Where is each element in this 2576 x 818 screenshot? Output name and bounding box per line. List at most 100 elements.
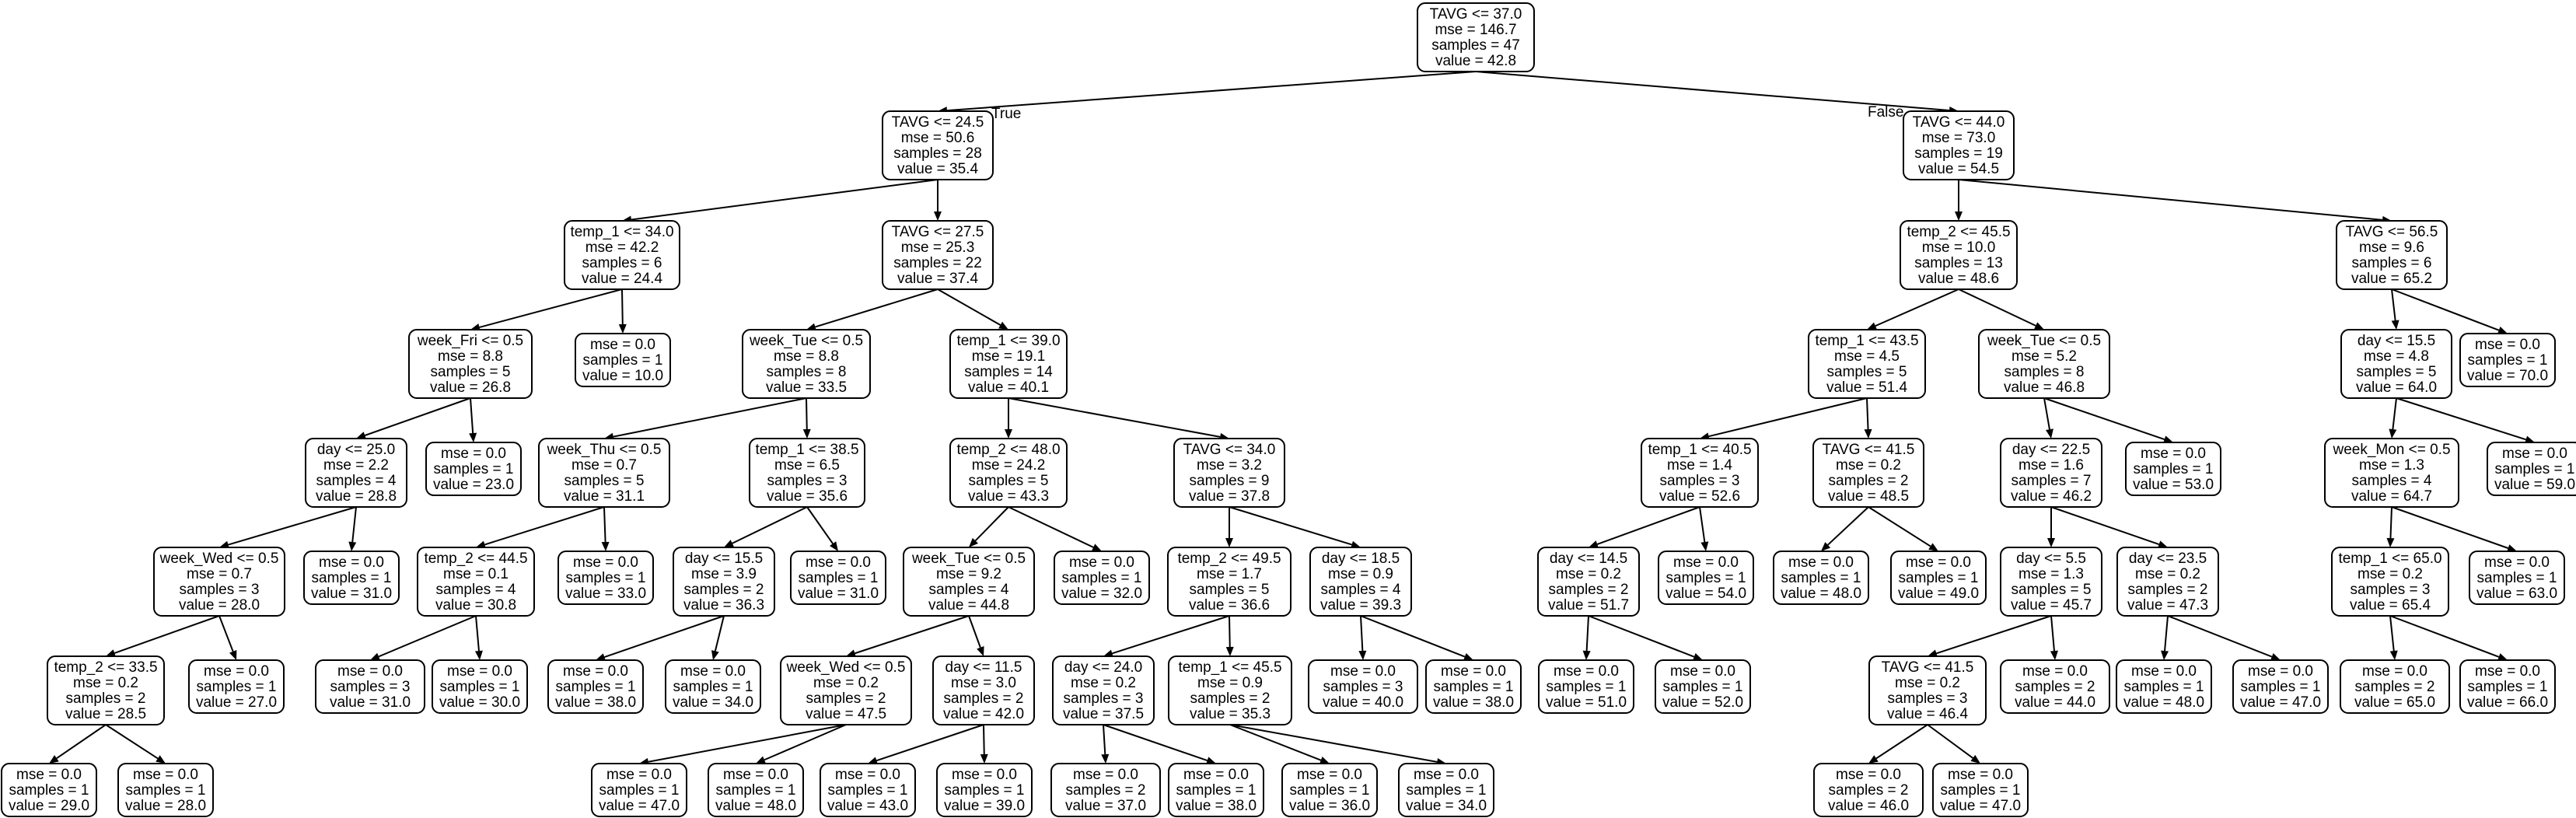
node-text-line: week_Tue <= 0.5	[749, 333, 863, 349]
node-text-line: value = 35.3	[1190, 706, 1271, 722]
arrowhead-n21-n37	[1589, 540, 1599, 548]
node-text-line: mse = 10.0	[1922, 239, 1996, 256]
edge-n11-n21	[1708, 397, 1868, 438]
node-text-line: samples = 2	[2355, 679, 2435, 695]
arrowhead-n17-n29	[476, 540, 486, 549]
node-text-line: day <= 18.5	[1322, 551, 1400, 567]
node-text-line: value = 37.8	[1189, 488, 1270, 505]
node-box	[708, 763, 804, 817]
edge-label-true: True	[991, 106, 1021, 122]
node-text-line: mse = 5.2	[2012, 348, 2077, 365]
node-text-line: samples = 2	[1066, 782, 1146, 799]
node-text-line: samples = 5	[1190, 582, 1270, 598]
edge-n12-n24	[2043, 397, 2165, 441]
edge-n31-n49	[604, 615, 725, 659]
arrowhead-n15-n28	[348, 541, 357, 551]
edge-n29-n48	[475, 615, 480, 652]
edge-n15-n27	[228, 506, 357, 546]
edge-n9-n18	[806, 397, 808, 430]
node-text-line: value = 48.0	[2123, 694, 2204, 711]
edge-n9-n17	[613, 397, 807, 438]
node-text-line: value = 38.0	[1433, 694, 1514, 711]
node-box	[538, 438, 670, 508]
edge-n35-n54	[1229, 615, 1231, 648]
node-box	[2331, 547, 2449, 617]
arrowhead-n23-n41	[2047, 538, 2055, 547]
node-text-line: samples = 1	[2468, 679, 2548, 695]
node-text-line: value = 49.0	[1898, 586, 1979, 602]
arrowhead-n22-n39	[1821, 542, 1831, 551]
node-text-line: value = 35.4	[897, 161, 978, 177]
node-text-line: samples = 1	[126, 782, 206, 799]
node-text-line: day <= 5.5	[2016, 551, 2086, 567]
node-text-line: mse = 0.0	[1069, 554, 1134, 571]
node-text-line: samples = 3	[330, 679, 411, 695]
node-box	[2336, 220, 2448, 290]
node-text-line: value = 28.5	[65, 706, 146, 722]
node-text-line: TAVG <= 27.5	[892, 224, 984, 240]
node-text-line: mse = 0.2	[73, 675, 138, 691]
node-text-line: value = 39.3	[1320, 597, 1401, 614]
node-text-line: value = 29.0	[9, 798, 89, 814]
node-text-line: temp_1 <= 34.0	[570, 224, 673, 240]
node-text-line: mse = 1.7	[1197, 566, 1262, 582]
node-box	[2459, 333, 2556, 387]
node-text-line: day <= 24.0	[1064, 659, 1142, 676]
edge-n0-n2	[1475, 71, 1950, 112]
node-text-line: mse = 0.7	[571, 457, 637, 474]
node-text-line: mse = 0.0	[680, 663, 746, 680]
edge-n43-n63	[2389, 615, 2395, 652]
node-text-line: mse = 0.0	[319, 554, 384, 571]
node-text-line: mse = 0.0	[1788, 554, 1854, 571]
arrowhead-n5-n11	[1867, 322, 1877, 330]
edge-n52-n69	[876, 724, 984, 762]
node-text-line: samples = 4	[436, 582, 516, 598]
node-text-line: samples = 1	[2477, 570, 2557, 586]
node-text-line: samples = 1	[1290, 782, 1370, 799]
arrowhead-n59-n75	[1868, 755, 1879, 764]
node-box	[1537, 547, 1640, 617]
arrowhead-n21-n38	[1700, 541, 1709, 551]
node-text-line: samples = 1	[1176, 782, 1257, 799]
node-text-line: mse = 9.6	[2359, 239, 2424, 256]
node-box	[1173, 438, 1285, 508]
arrowhead-n20-n36	[1351, 540, 1361, 549]
node-text-line: samples = 2	[1549, 582, 1629, 598]
arrowhead-n51-n68	[756, 756, 766, 764]
node-text-line: temp_1 <= 38.5	[755, 442, 858, 458]
edge-n19-n33	[974, 506, 1009, 542]
node-text-line: mse = 0.2	[1556, 566, 1621, 582]
edge-n1-n3	[631, 179, 938, 221]
node-box	[742, 329, 871, 399]
node-text-line: week_Tue <= 0.5	[1987, 333, 2101, 349]
node-text-line: mse = 0.0	[1330, 663, 1396, 680]
node-box	[1813, 763, 1924, 817]
node-text-line: samples = 1	[1062, 570, 1142, 586]
edge-n4-n9	[815, 288, 938, 328]
node-text-line: temp_2 <= 33.5	[54, 659, 157, 676]
node-text-line: samples = 47	[1431, 37, 1520, 54]
arrowhead-n52-n70	[980, 753, 988, 764]
arrowhead-n25-n43	[2386, 537, 2395, 547]
node-text-line: value = 37.4	[897, 271, 978, 287]
edge-n2-n6	[1958, 179, 2383, 221]
edge-n36-n55	[1360, 615, 1364, 652]
node-text-line: value = 37.0	[1065, 798, 1146, 814]
arrowhead-n9-n18	[802, 428, 811, 439]
edge-n21-n38	[1699, 506, 1706, 543]
node-text-line: samples = 22	[893, 255, 982, 271]
arrowhead-n12-n24	[2163, 435, 2173, 443]
node-text-line: mse = 146.7	[1435, 22, 1516, 38]
node-text-line: value = 26.8	[430, 379, 511, 396]
node-text-line: value = 31.0	[311, 586, 392, 602]
node-text-line: samples = 1	[799, 570, 879, 586]
